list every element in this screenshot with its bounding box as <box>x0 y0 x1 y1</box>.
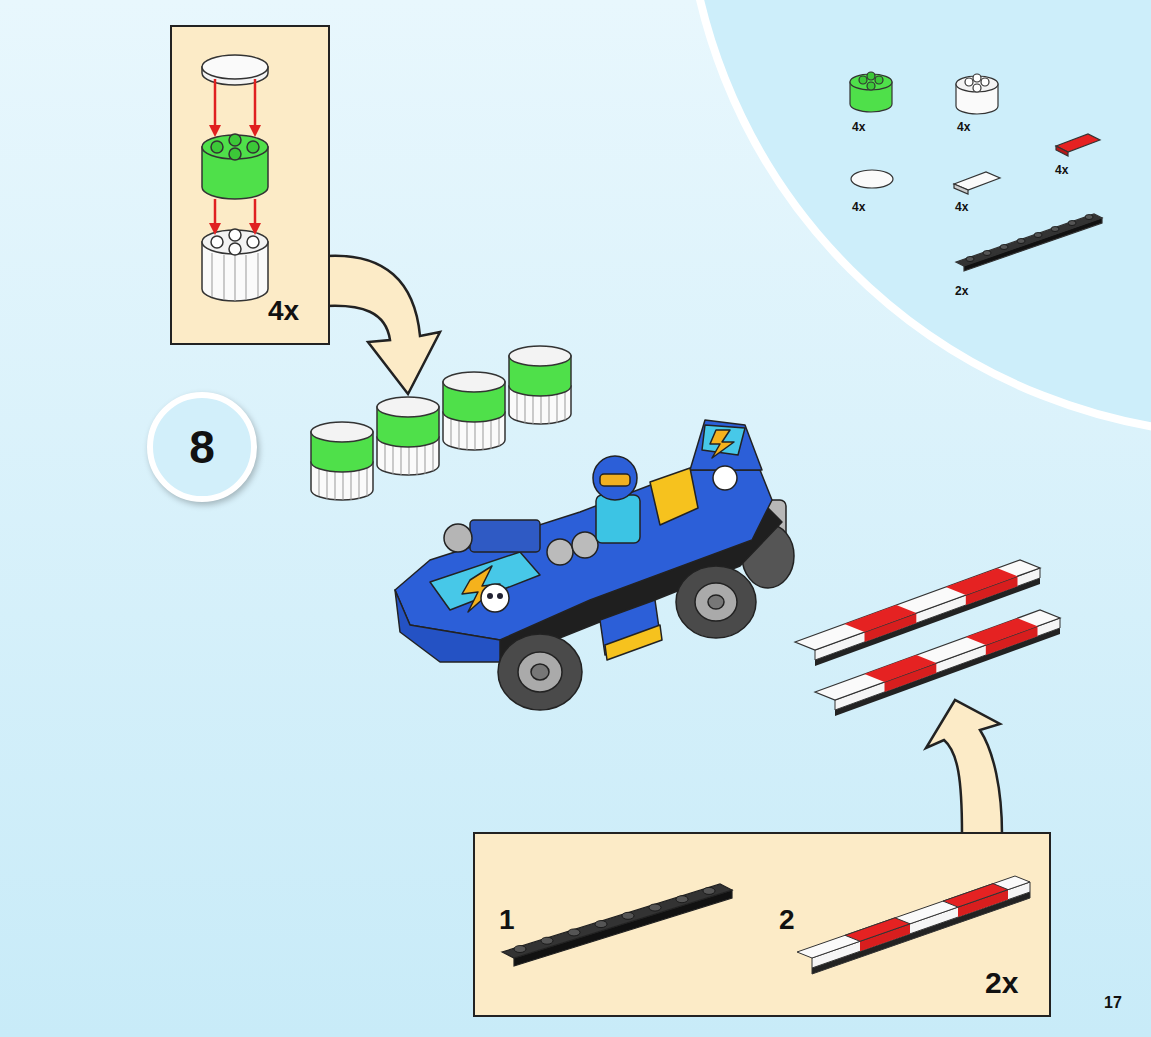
part-count: 4x <box>955 201 968 213</box>
part-count: 4x <box>957 121 970 133</box>
part-count: 4x <box>1055 164 1068 176</box>
assembly-drawing <box>172 27 332 347</box>
quantity-label: 2x <box>985 968 1018 998</box>
part-count: 4x <box>852 121 865 133</box>
sub-step-number: 1 <box>499 906 515 934</box>
parts-list-region: 4x 4x 4x 4x 4x 2x <box>690 0 1151 440</box>
sub-step-number: 2 <box>779 906 795 934</box>
step-number-circle: 8 <box>147 392 257 502</box>
step-number: 8 <box>189 424 215 470</box>
sub-assembly-drawing <box>475 834 1053 1019</box>
callout-panel: 1 2 2x <box>473 832 1051 1017</box>
parts-list-drawing <box>690 0 1151 440</box>
part-count: 4x <box>852 201 865 213</box>
part-count: 2x <box>955 285 968 297</box>
page-number: 17 <box>1104 995 1122 1011</box>
callout-panel: 4x <box>170 25 330 345</box>
quantity-label: 4x <box>268 297 299 325</box>
